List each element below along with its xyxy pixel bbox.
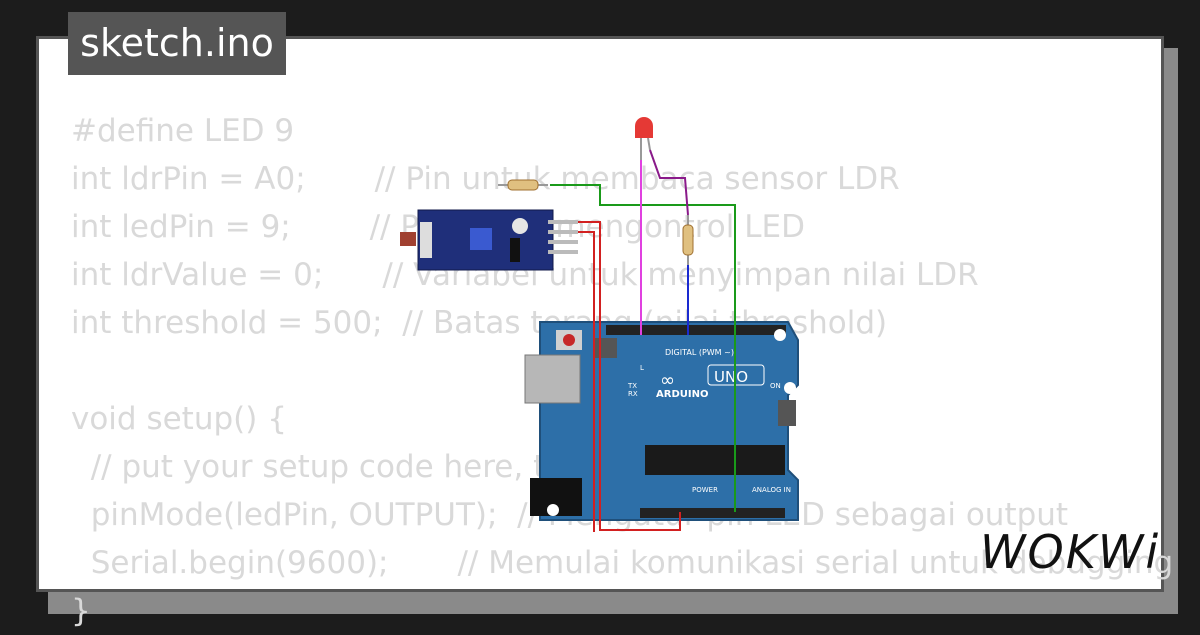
sketch-title: sketch.ino [68, 12, 286, 75]
resistor-2[interactable] [682, 215, 694, 265]
wires [550, 149, 736, 532]
power-label: POWER [692, 486, 718, 494]
red-led[interactable] [635, 117, 653, 160]
l-led-label: L [640, 364, 644, 372]
infinity-logo-icon: ∞ [660, 370, 675, 391]
digital-header [606, 325, 786, 335]
ldr-sensor-module[interactable] [400, 209, 578, 271]
brand-label: ARDUINO [656, 389, 708, 400]
photoresistor [400, 232, 416, 246]
wokwi-logo: WOKWi [980, 525, 1161, 579]
analog-label: ANALOG IN [752, 486, 791, 494]
arduino-uno-board[interactable]: DIGITAL (PWM ~) L TX RX ∞ ARDUINO UNO ON… [524, 321, 799, 521]
model-label: UNO [714, 368, 748, 386]
power-analog-header [640, 508, 785, 518]
rx-label: RX [628, 390, 638, 398]
resistor-1[interactable] [498, 179, 548, 191]
digital-label: DIGITAL (PWM ~) [665, 348, 734, 357]
usb-port [524, 354, 581, 404]
tx-label: TX [627, 382, 637, 390]
atmega-chip [645, 445, 785, 475]
on-label: ON [770, 382, 781, 390]
